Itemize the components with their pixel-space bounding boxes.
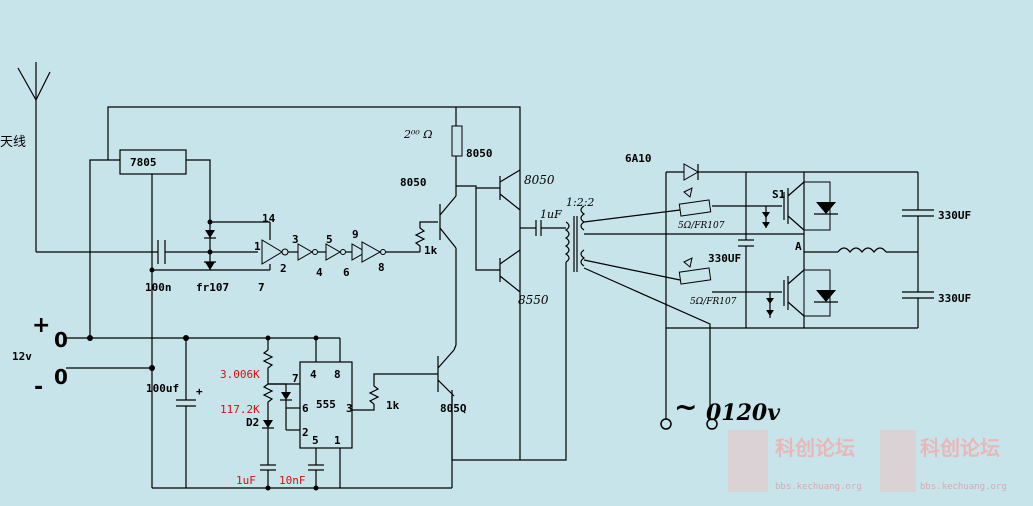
cap-1uf-b-label: 1uF — [236, 474, 256, 487]
zero-top: 0 — [54, 328, 68, 352]
inv2-label: 2 — [280, 262, 287, 275]
zero-bottom: 0 — [54, 365, 68, 389]
cap-330uf-top-label: 330UF — [938, 209, 971, 222]
res-1k-b-label: 1k — [386, 399, 400, 412]
res-1k-a-label: 1k — [424, 244, 438, 257]
tr-8050-c-label: 8050 — [524, 173, 555, 187]
node-a-label: A — [795, 240, 802, 253]
cap-330uf-mid-label: 330UF — [708, 252, 741, 265]
cap-10nf-label: 10nF — [279, 474, 306, 487]
diode-fr107-label: fr107 — [196, 281, 229, 294]
supply-label: 12v — [12, 350, 32, 363]
inv4-label: 4 — [316, 266, 323, 279]
timer-p4: 4 — [310, 368, 317, 381]
timer-p1: 1 — [334, 434, 341, 447]
timer-p2: 2 — [302, 426, 309, 439]
timer-p5: 5 — [312, 434, 319, 447]
antenna — [17, 62, 158, 253]
res-200-label: 2⁰⁰ Ω — [403, 128, 432, 141]
ac-symbol: ~ — [674, 390, 697, 423]
ratio-label: 1:2:2 — [566, 196, 594, 209]
watermark-title: 科创论坛 — [775, 436, 855, 460]
antenna-label: 天线 — [0, 135, 26, 150]
watermark-url: bbs.kechuang.org — [775, 482, 862, 492]
watermark-url: bbs.kechuang.org — [920, 482, 1007, 492]
plus-sign: + — [32, 313, 50, 338]
res-5r-a-label: 5Ω/FR107 — [678, 221, 725, 231]
timer-p7: 7 — [292, 372, 299, 385]
cap-1uf-label: 1uF — [540, 208, 562, 221]
watermark-right: 科创论坛 bbs.kechuang.org — [880, 430, 1007, 492]
inverter-chain — [261, 222, 420, 270]
tr-8050-b-label: 8050 — [466, 147, 493, 160]
cap-100uf-label: 100uf — [146, 382, 179, 395]
fuse-label: 6A10 — [625, 152, 652, 165]
cap-plus-label: + — [196, 385, 203, 398]
inv9-label: 9 — [352, 228, 359, 241]
cap-100n-label: 100n — [145, 281, 172, 294]
inv8-label: 8 — [378, 261, 385, 274]
regulator-7805 — [119, 149, 187, 175]
timer-p8: 8 — [334, 368, 341, 381]
inv3-label: 3 — [292, 233, 299, 246]
timer-label: 555 — [316, 398, 336, 411]
pin7-label: 7 — [258, 281, 265, 294]
top-rail-wire — [107, 106, 521, 460]
output-voltage-label: 0120v — [706, 400, 780, 426]
timer-p3: 3 — [346, 402, 353, 415]
watermark-title: 科创论坛 — [920, 436, 1000, 460]
res-5r-b-label: 5Ω/FR107 — [690, 297, 737, 307]
timer-p6: 6 — [302, 402, 309, 415]
minus-sign: - — [34, 375, 43, 400]
d2-label: D2 — [246, 416, 259, 429]
tr-8050-d-label: 805Q — [440, 402, 467, 415]
regulator-label: 7805 — [130, 156, 157, 169]
inv1-label: 1 — [254, 240, 261, 253]
tr-8550-label: 8550 — [518, 293, 549, 307]
s1-label: S1 — [772, 188, 786, 201]
pin14-label: 14 — [262, 212, 276, 225]
res-1172-label: 117.2K — [220, 403, 260, 416]
cap-330uf-bot-label: 330UF — [938, 292, 971, 305]
inv5-label: 5 — [326, 233, 333, 246]
tr-8050-a-label: 8050 — [400, 176, 427, 189]
inv6-label: 6 — [343, 266, 350, 279]
watermark-left: 科创论坛 bbs.kechuang.org — [728, 430, 862, 492]
res-3006-label: 3.006K — [220, 368, 260, 381]
timer-555 — [299, 361, 353, 449]
